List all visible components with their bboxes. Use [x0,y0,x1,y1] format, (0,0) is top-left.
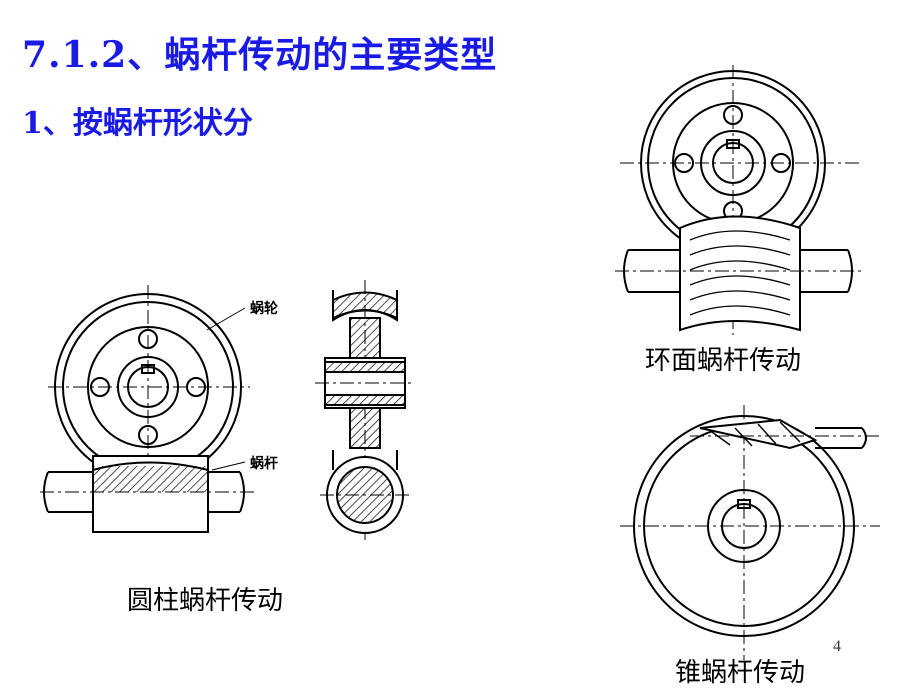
page-number: 4 [833,638,841,655]
slide-title: 7.1.2、蜗杆传动的主要类型 [22,34,498,76]
cylindrical-worm-side-view [315,280,415,540]
slide-subtitle: 1、按蜗杆形状分 [22,106,253,141]
label-worm-wheel: 蜗轮 [250,300,278,317]
toroidal-worm-drawing [615,65,865,335]
caption-cone: 锥蜗杆传动 [675,658,806,688]
cone-worm-drawing [620,405,880,660]
caption-toroidal: 环面蜗杆传动 [645,346,802,376]
caption-cylindrical: 圆柱蜗杆传动 [127,586,284,616]
cylindrical-worm-front-view [40,285,255,533]
label-worm: 蜗杆 [250,455,278,472]
